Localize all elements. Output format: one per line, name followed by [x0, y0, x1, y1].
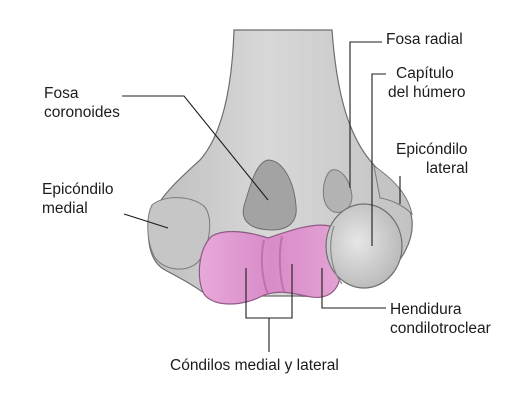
- label-epicondilo-lateral: Epicóndilo lateral: [396, 140, 468, 178]
- label-hendidura: Hendidura condilotroclear: [390, 300, 491, 338]
- label-fosa-coronoides: Fosa coronoides: [44, 84, 120, 122]
- label-capitulo: Capítulo del húmero: [388, 64, 466, 102]
- label-condilos: Cóndilos medial y lateral: [170, 356, 339, 375]
- label-epicondilo-medial: Epicóndilo medial: [42, 180, 114, 218]
- label-fosa-radial: Fosa radial: [386, 30, 463, 49]
- trochlea: [199, 225, 341, 304]
